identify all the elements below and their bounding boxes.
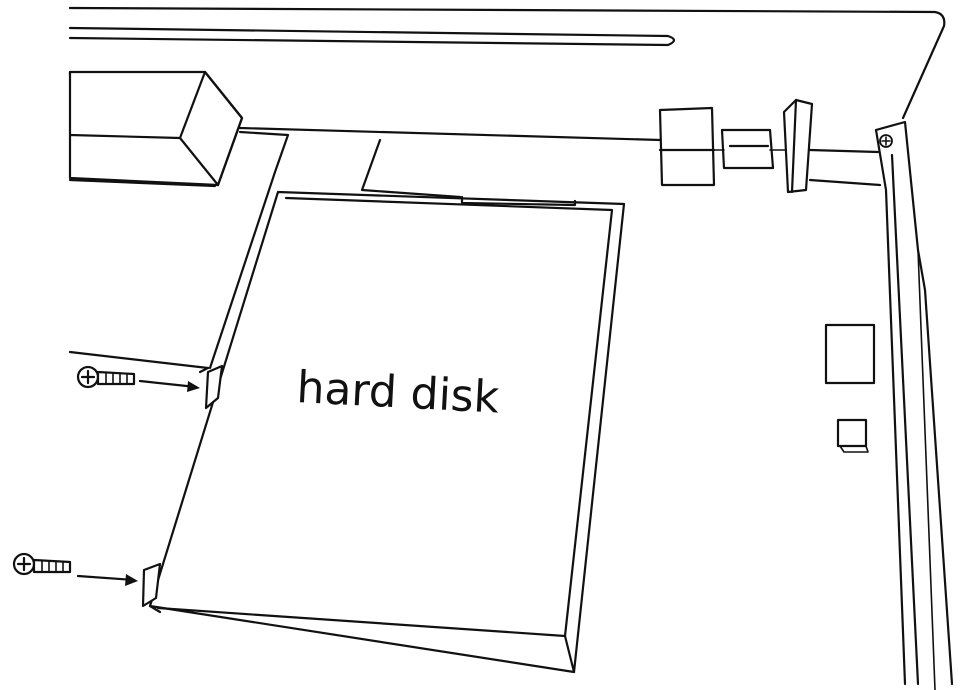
screw-tab-upper	[204, 364, 224, 410]
chassis-outline	[68, 6, 954, 690]
arrow-right-icon	[76, 574, 138, 586]
chassis-screw-icon	[879, 134, 893, 148]
screw-upper	[76, 365, 200, 392]
sata-connector	[658, 98, 814, 194]
screw-icon	[76, 365, 136, 389]
screw-lower	[12, 552, 138, 586]
screw-tab-lower	[141, 562, 162, 608]
raised-block	[68, 70, 244, 187]
hard-disk: hard disk	[141, 190, 626, 674]
board-components	[824, 323, 876, 453]
arrow-right-icon	[138, 379, 200, 392]
screw-icon	[12, 552, 72, 576]
mounting-plate	[208, 130, 462, 370]
hard-disk-label: hard disk	[295, 362, 501, 424]
